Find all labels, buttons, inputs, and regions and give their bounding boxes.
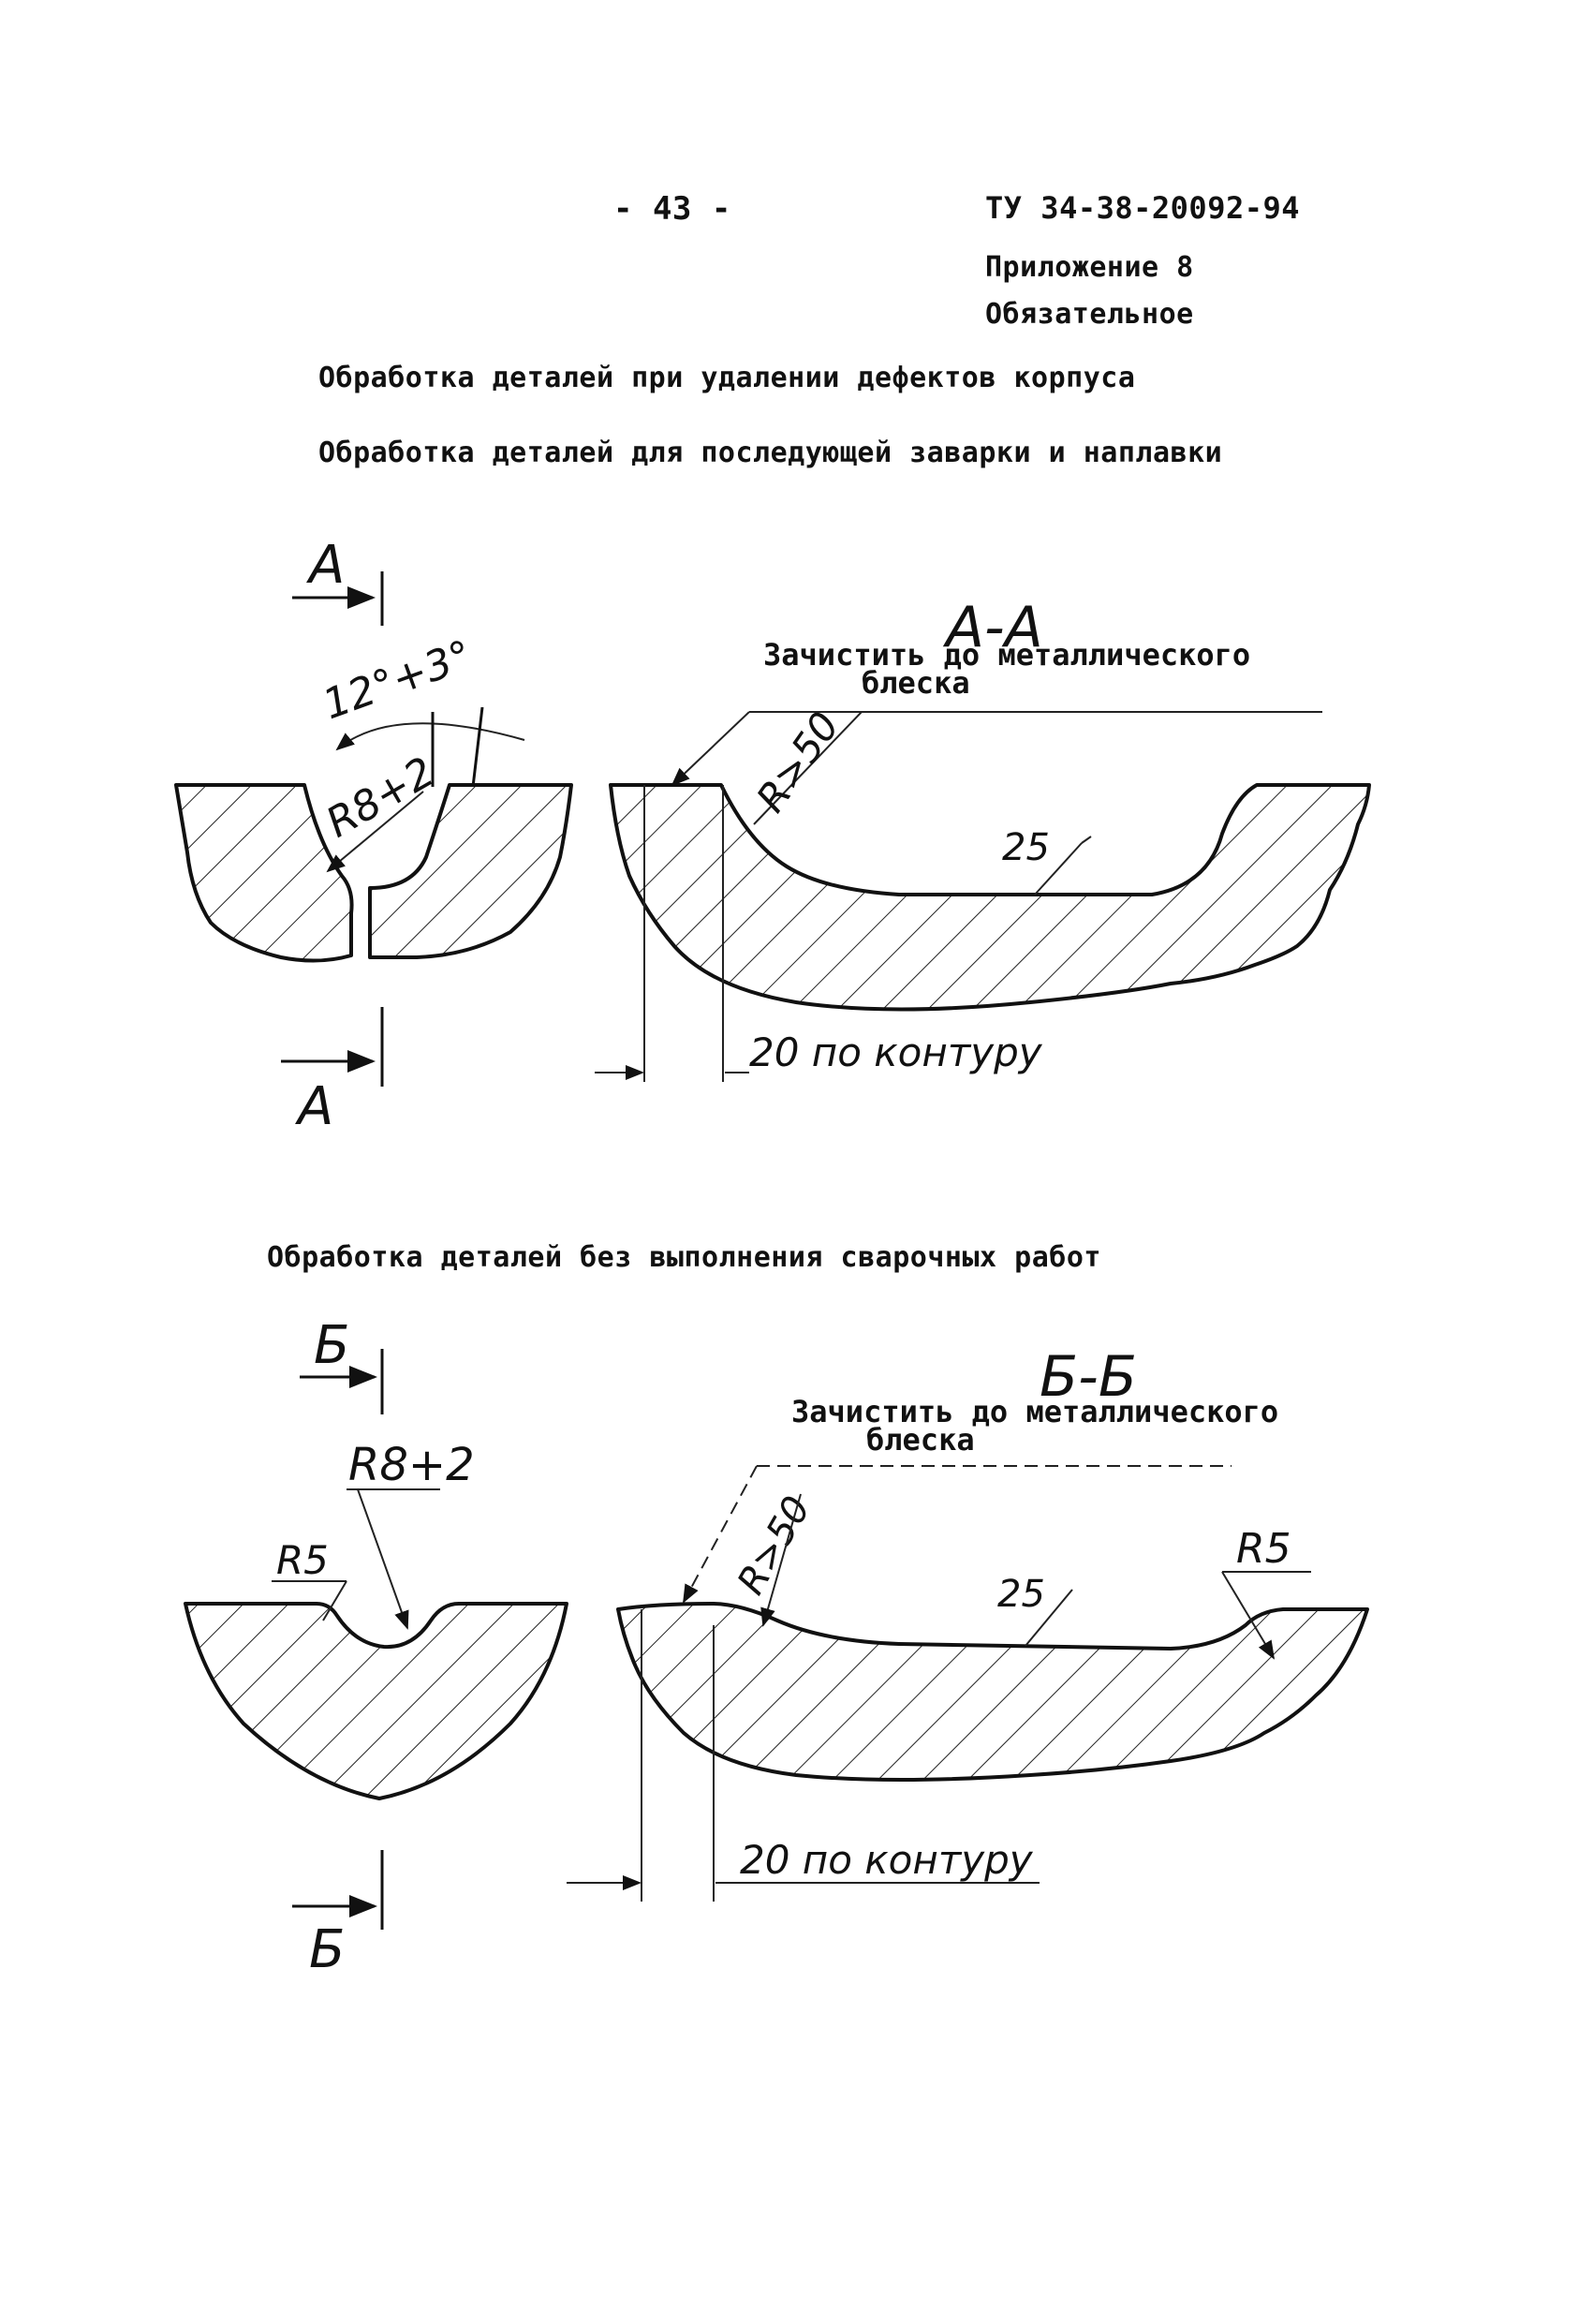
- groove-sketch-left-b: R8+2 R5: [184, 1439, 568, 1800]
- radius-r5-b-label: R5: [276, 1537, 329, 1583]
- contour-dim-b-label: 20 по контуру: [740, 1837, 1034, 1883]
- section-a-a-note-line2: блеска: [862, 665, 970, 701]
- appendix-status: Обязательное: [985, 298, 1194, 331]
- section-b-b-note-line2: блеска: [866, 1422, 975, 1458]
- radius-r5-right-label: R5: [1236, 1525, 1291, 1573]
- appendix-label: Приложение 8: [985, 251, 1194, 284]
- cut-mark-a-bottom-label: А: [295, 1076, 333, 1137]
- page-number: - 43 -: [613, 190, 731, 228]
- roughness-label: 25: [1002, 826, 1050, 869]
- angle-label: 12°+3°: [317, 631, 478, 729]
- section-heading-no-welding: Обработка деталей без выполнения сварочн…: [267, 1241, 1101, 1274]
- section-heading-welding: Обработка деталей для последующей заварк…: [318, 437, 1223, 469]
- doc-code: ТУ 34-38-20092-94: [985, 190, 1301, 226]
- contour-dim-label: 20 по контуру: [749, 1029, 1043, 1075]
- section-a-a-title: А-А: [942, 595, 1043, 660]
- section-a-a-note-line1: Зачистить до металлического: [763, 637, 1250, 673]
- groove-sketch-left: 12°+3° R8+2: [174, 631, 573, 963]
- main-heading: Обработка деталей при удалении дефектов …: [318, 362, 1136, 394]
- cut-mark-a-bottom: А: [281, 1007, 384, 1137]
- roughness-b-label: 25: [997, 1573, 1045, 1616]
- section-b-b: Б-Б Зачистить до металлического блеска R…: [567, 1344, 1369, 1902]
- cut-mark-a-top-label: А: [306, 535, 345, 596]
- cut-mark-a-top: А: [292, 535, 384, 626]
- cut-mark-b-top-label: Б: [314, 1315, 349, 1376]
- section-a-a: А-А Зачистить до металлического блеска R…: [595, 595, 1371, 1082]
- cut-mark-b-bottom: Б: [292, 1850, 384, 1980]
- radius-r8-label: R8+2: [318, 748, 442, 848]
- cut-mark-b-top: Б: [300, 1315, 384, 1414]
- radius-large-label: R>50: [747, 703, 848, 821]
- radius-r8-b-label: R8+2: [348, 1439, 475, 1491]
- section-b-b-note-line1: Зачистить до металлического: [791, 1394, 1278, 1429]
- cut-mark-b-bottom-label: Б: [309, 1919, 345, 1980]
- section-b-b-title: Б-Б: [1040, 1344, 1137, 1410]
